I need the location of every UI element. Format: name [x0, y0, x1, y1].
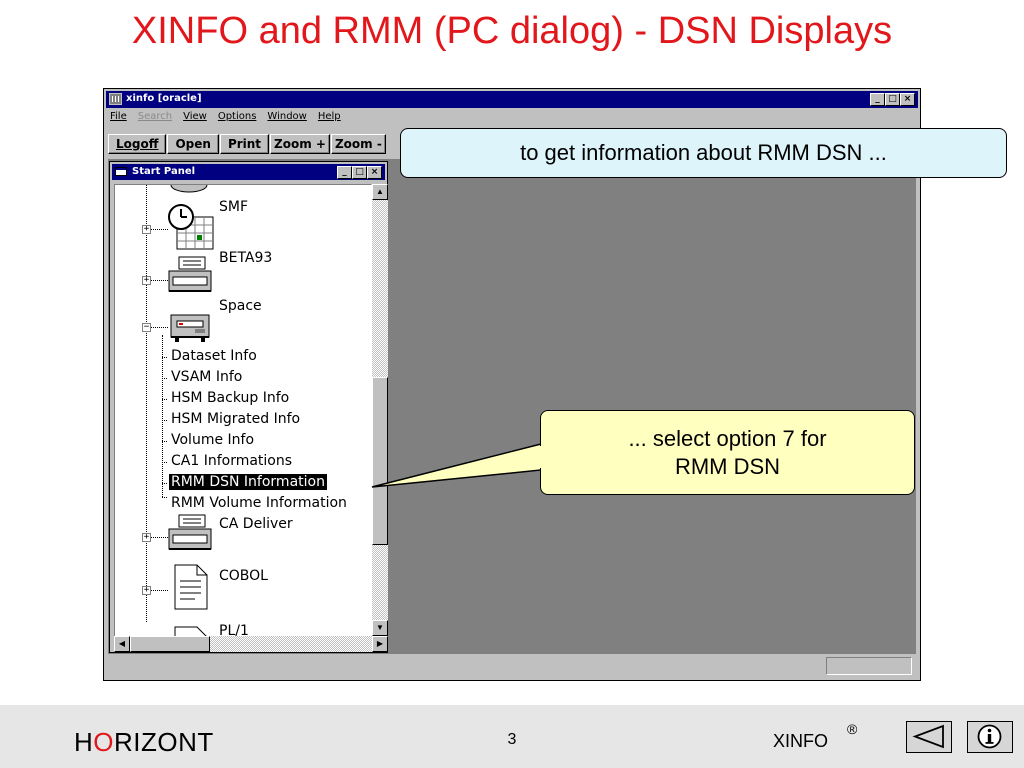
cobol-expander[interactable]: +: [142, 585, 151, 595]
tree-connector: [162, 483, 167, 484]
panel-icon: [115, 167, 127, 176]
minimize-button[interactable]: _: [870, 93, 885, 106]
space-child-dataset-info[interactable]: Dataset Info: [171, 348, 257, 364]
disk-drive-icon[interactable]: [165, 307, 215, 347]
start-panel-window: Start Panel _ □ × +: [109, 161, 388, 653]
tree-connector: [162, 462, 167, 463]
horizontal-scroll-thumb[interactable]: [130, 636, 210, 652]
panel-maximize-button[interactable]: □: [352, 166, 367, 179]
scroll-up-button[interactable]: ▲: [372, 184, 388, 200]
tree-connector: [146, 229, 168, 230]
back-arrow-icon: [912, 724, 944, 749]
tree-connector: [162, 420, 167, 421]
scroll-left-button[interactable]: ◀: [114, 636, 130, 652]
tree-root-line: [146, 185, 147, 622]
tree-node-cobol[interactable]: COBOL: [219, 568, 268, 584]
tree-connector: [162, 399, 167, 400]
print-button[interactable]: Print: [219, 134, 270, 154]
menu-help[interactable]: Help: [317, 111, 341, 122]
document-icon[interactable]: [171, 563, 211, 611]
tree-node-pl1[interactable]: PL/1: [219, 623, 249, 638]
tree-connector: [146, 537, 168, 538]
tree-node-space[interactable]: Space: [219, 298, 262, 314]
menu-window[interactable]: Window: [267, 111, 307, 122]
horizont-logo: HORIZONT: [74, 727, 214, 757]
menu-view[interactable]: View: [183, 111, 207, 122]
zoom-in-button[interactable]: Zoom +: [270, 134, 330, 154]
space-child-vsam-info[interactable]: VSAM Info: [171, 369, 243, 385]
tree-connector: [146, 327, 168, 328]
tree-node-ca-deliver[interactable]: CA Deliver: [219, 516, 293, 532]
start-panel-title-bar[interactable]: Start Panel _ □ ×: [112, 164, 385, 180]
footer: HORIZONT 3 XINFO ®: [0, 705, 1024, 768]
tree-node-beta93[interactable]: BETA93: [219, 250, 273, 266]
tree-node-smf[interactable]: SMF: [219, 199, 249, 215]
product-name: XINFO: [773, 731, 829, 751]
scroll-down-button[interactable]: ▼: [372, 620, 388, 636]
space-child-volume-info[interactable]: Volume Info: [171, 432, 255, 448]
space-child-ca1-informations[interactable]: CA1 Informations: [171, 453, 293, 469]
smf-expander[interactable]: +: [142, 224, 151, 234]
menu-options[interactable]: Options: [217, 111, 257, 122]
tree-connector: [146, 280, 168, 281]
back-button[interactable]: [906, 721, 952, 753]
tree-connector: [162, 497, 167, 498]
space-child-rmm-dsn-information[interactable]: RMM DSN Information: [169, 474, 327, 490]
start-panel-title: Start Panel: [132, 166, 196, 177]
window-title: xinfo [oracle]: [126, 93, 202, 104]
tree-connector: [162, 441, 167, 442]
space-child-hsm-backup-info[interactable]: HSM Backup Info: [171, 390, 290, 406]
zoom-out-button[interactable]: Zoom -: [330, 134, 386, 154]
open-button[interactable]: Open: [167, 134, 219, 154]
status-bar: [108, 653, 916, 678]
ca-deliver-expander[interactable]: +: [142, 532, 151, 542]
status-panel: [826, 657, 912, 675]
tree-space-line: [162, 335, 163, 497]
disk-icon: [170, 185, 208, 193]
info-icon: [977, 724, 1002, 749]
start-panel-tree: + SMF + BETA93: [114, 184, 372, 638]
scroll-right-button[interactable]: ▶: [372, 636, 388, 652]
tree-vertical-scrollbar[interactable]: ▲ ▼: [372, 184, 388, 636]
maximize-button[interactable]: □: [885, 93, 900, 106]
info-button[interactable]: [967, 721, 1013, 753]
document-icon[interactable]: [171, 625, 211, 638]
panel-close-button[interactable]: ×: [367, 166, 382, 179]
space-child-rmm-volume-information[interactable]: RMM Volume Information: [171, 495, 347, 511]
callout-bottom-line2: RMM DSN: [674, 454, 781, 479]
slide-title: XINFO and RMM (PC dialog) - DSN Displays: [131, 10, 893, 52]
tree-horizontal-scrollbar[interactable]: ◀ ▶: [114, 636, 388, 652]
tree-connector: [162, 378, 167, 379]
tree-connector: [146, 590, 168, 591]
menu-bar: File Search View Options Window Help: [110, 111, 352, 127]
xinfo-main-window: xinfo [oracle] _ □ × File Search View Op…: [103, 88, 921, 681]
toolbar: Logoff Open Print Zoom + Zoom -: [108, 134, 387, 156]
logoff-button[interactable]: Logoff: [108, 134, 167, 154]
page-number: 3: [507, 731, 517, 748]
registered-mark: ®: [847, 721, 858, 737]
space-child-hsm-migrated-info[interactable]: HSM Migrated Info: [171, 411, 301, 427]
space-expander[interactable]: −: [142, 322, 151, 332]
vertical-scroll-thumb[interactable]: [372, 377, 388, 545]
close-button[interactable]: ×: [900, 93, 915, 106]
printer-icon[interactable]: [165, 255, 215, 297]
beta93-expander[interactable]: +: [142, 275, 151, 285]
main-title-bar[interactable]: xinfo [oracle] _ □ ×: [106, 91, 918, 108]
app-icon[interactable]: [109, 93, 122, 105]
tree-connector: [162, 357, 167, 358]
menu-search[interactable]: Search: [137, 111, 173, 122]
printer-icon[interactable]: [165, 513, 215, 555]
callout-bottom-line1: ... select option 7 for: [628, 426, 827, 451]
panel-minimize-button[interactable]: _: [337, 166, 352, 179]
menu-file[interactable]: File: [110, 111, 127, 122]
callout-top: to get information about RMM DSN ...: [400, 128, 1007, 178]
callout-bottom: ... select option 7 for RMM DSN: [540, 410, 915, 495]
clock-calendar-icon[interactable]: [167, 203, 217, 251]
